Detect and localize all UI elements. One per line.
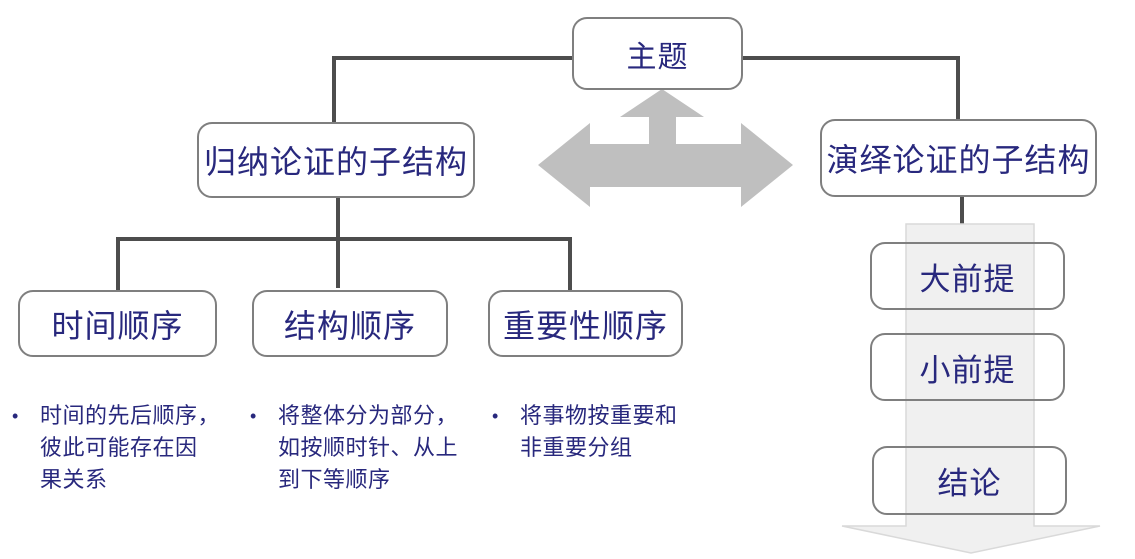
node-importance-order-label: 重要性顺序	[502, 307, 668, 344]
connector-inductive-to-children	[116, 198, 572, 290]
note-time-order: • 时间的先后顺序， 彼此可能存在因 果关系	[8, 400, 238, 496]
node-structure-order-label: 结构顺序	[283, 307, 416, 344]
node-major-premise-label: 大前提	[919, 261, 1016, 297]
note-structure-order-text: 将整体分为部分， 如按顺时针、从上 到下等顺序	[278, 403, 459, 492]
note-time-order-text: 时间的先后顺序， 彼此可能存在因 果关系	[40, 403, 221, 492]
node-structure-order: 结构顺序	[252, 290, 448, 357]
node-importance-order: 重要性顺序	[488, 290, 683, 357]
node-deductive-label: 演绎论证的子结构	[826, 142, 1091, 178]
node-topic: 主题	[572, 17, 743, 90]
note-importance-order-text: 将事物按重要和 非重要分组	[520, 403, 678, 460]
node-minor-premise-label: 小前提	[919, 352, 1016, 388]
node-time-order-label: 时间顺序	[51, 307, 184, 344]
down-flow-arrow-icon	[841, 223, 1101, 554]
node-major-premise: 大前提	[870, 242, 1065, 310]
note-structure-order: • 将整体分为部分， 如按顺时针、从上 到下等顺序	[246, 400, 491, 496]
node-conclusion-label: 结论	[937, 466, 1002, 501]
node-deductive-branch: 演绎论证的子结构	[820, 119, 1097, 197]
connector-root-to-deductive	[743, 56, 960, 119]
node-inductive-label: 归纳论证的子结构	[203, 144, 468, 180]
node-minor-premise: 小前提	[870, 333, 1065, 401]
bullet-icon: •	[12, 406, 19, 426]
node-time-order: 时间顺序	[18, 290, 217, 357]
bullet-icon: •	[250, 406, 257, 426]
bullet-icon: •	[492, 406, 499, 426]
node-conclusion: 结论	[872, 446, 1067, 515]
note-importance-order: • 将事物按重要和 非重要分组	[488, 400, 723, 464]
node-topic-label: 主题	[626, 40, 689, 74]
bidirectional-up-arrow-icon	[538, 89, 793, 207]
node-inductive-branch: 归纳论证的子结构	[197, 122, 475, 198]
connector-root-to-inductive	[332, 56, 572, 123]
